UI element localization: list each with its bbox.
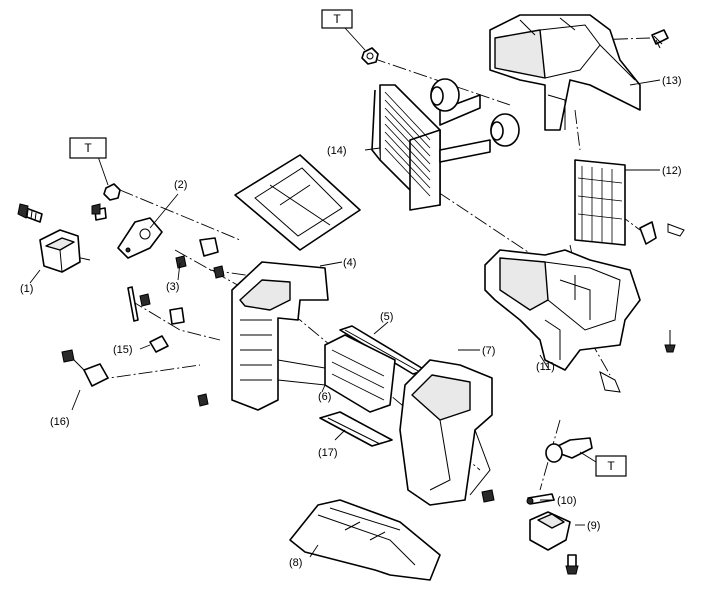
torque-mark-top: T: [321, 9, 353, 29]
label-4: (4): [343, 257, 356, 269]
torque-mark-top-text: T: [333, 12, 341, 26]
screw-2: [91, 203, 107, 221]
label-12: (12): [662, 165, 682, 177]
label-17: (17): [318, 447, 338, 459]
part-10-rod: [526, 493, 555, 505]
part-13-blower-upper-case: [489, 14, 641, 131]
part-8-bottom-case: [289, 499, 441, 581]
label-6: (6): [318, 391, 331, 403]
label-2: (2): [174, 179, 187, 191]
part-14-heater-core: [371, 78, 520, 211]
torque-mark-bottom: T: [595, 455, 627, 477]
rod-left: [127, 286, 139, 322]
small-bracket: [169, 307, 185, 325]
clip-11: [639, 221, 685, 245]
label-1: (1): [20, 283, 33, 295]
screw-11: [664, 330, 676, 353]
screw-right-case: [481, 489, 495, 503]
part-16-sensor: [61, 349, 109, 387]
label-13: (13): [662, 75, 682, 87]
label-3: (3): [166, 281, 179, 293]
torque-mark-left: T: [69, 137, 107, 159]
torque-mark-left-text: T: [84, 141, 92, 155]
part-labels: (1) (2) (3) (4) (5) (6) (7) (8) (9) (10)…: [20, 75, 682, 569]
label-15: (15): [113, 344, 133, 356]
nut-top: [361, 47, 379, 65]
part-1-motor: [39, 229, 81, 273]
torque-mark-bottom-text: T: [607, 459, 615, 473]
part-2-link-lever: [117, 217, 163, 259]
label-9: (9): [587, 520, 600, 532]
part-4-frame: [234, 154, 361, 251]
part-3-clip: [139, 237, 225, 307]
part-4-case-left: [231, 261, 329, 411]
part-7-case-right: [399, 359, 493, 506]
label-8: (8): [289, 557, 302, 569]
label-5: (5): [380, 311, 393, 323]
label-14: (14): [327, 145, 347, 157]
screw-case: [197, 393, 209, 407]
part-17-seal: [319, 411, 393, 447]
bolt-1: [17, 203, 43, 223]
part-11-blower-lower-case: [484, 249, 641, 393]
label-11: (11): [536, 361, 555, 373]
screw-13: [651, 29, 669, 49]
bolt-bottom: [545, 437, 593, 463]
screw-9: [565, 554, 579, 575]
nut-left: [103, 183, 121, 201]
part-12-filter: [574, 159, 626, 246]
label-10: (10): [557, 495, 577, 507]
part-9-actuator: [529, 511, 571, 551]
part-15-link: [149, 335, 169, 353]
label-7: (7): [482, 345, 495, 357]
label-16: (16): [50, 416, 70, 428]
